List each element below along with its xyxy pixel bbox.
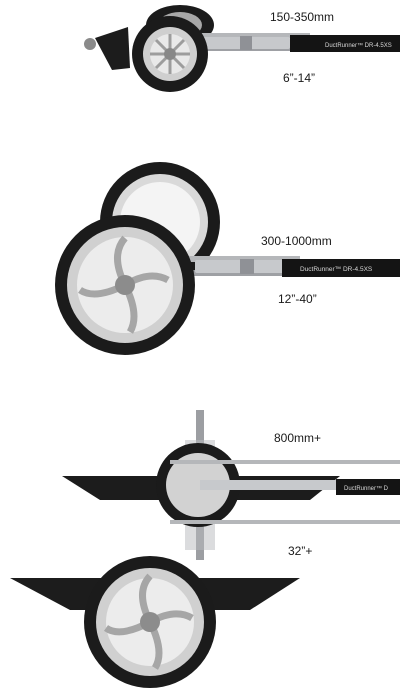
body-printed-text: DuctRunner™ DR-4.5XS: [300, 266, 373, 273]
robot-body: [290, 35, 400, 52]
config-large: DuctRunner™ D 800mm+ 32”+: [0, 400, 400, 698]
diameter-metric-label: 800mm+: [274, 431, 322, 445]
robot-body: [336, 479, 400, 495]
diameter-metric-label: 150-350mm: [270, 10, 335, 24]
robot-body: [282, 259, 400, 277]
body-printed-text: DuctRunner™ DR-4.5XS: [325, 42, 392, 49]
nose-cap: [84, 38, 96, 50]
config-small: DuctRunner™ DR-4.5XS 150-350mm 6”-14”: [0, 0, 400, 130]
chassis-rod: [150, 33, 310, 38]
chassis-rod: [150, 256, 300, 262]
chassis-rod: [170, 460, 400, 464]
chassis-rod: [170, 520, 400, 524]
robot-medium-illustration: DuctRunner™ DR-4.5XS: [55, 162, 400, 355]
front-skid: [95, 27, 130, 70]
diameter-metric-label: 300-1000mm: [261, 234, 332, 248]
diameter-imperial-label: 32”+: [288, 544, 313, 558]
diameter-imperial-label: 12”-40”: [278, 292, 317, 306]
robot-large-illustration: DuctRunner™ D: [10, 410, 400, 688]
robot-small-illustration: DuctRunner™ DR-4.5XS: [84, 5, 400, 92]
config-medium: DuctRunner™ DR-4.5XS 300-1000mm 12”-40”: [0, 160, 400, 400]
body-printed-text: DuctRunner™ D: [344, 485, 389, 492]
diameter-imperial-label: 6”-14”: [283, 71, 316, 85]
